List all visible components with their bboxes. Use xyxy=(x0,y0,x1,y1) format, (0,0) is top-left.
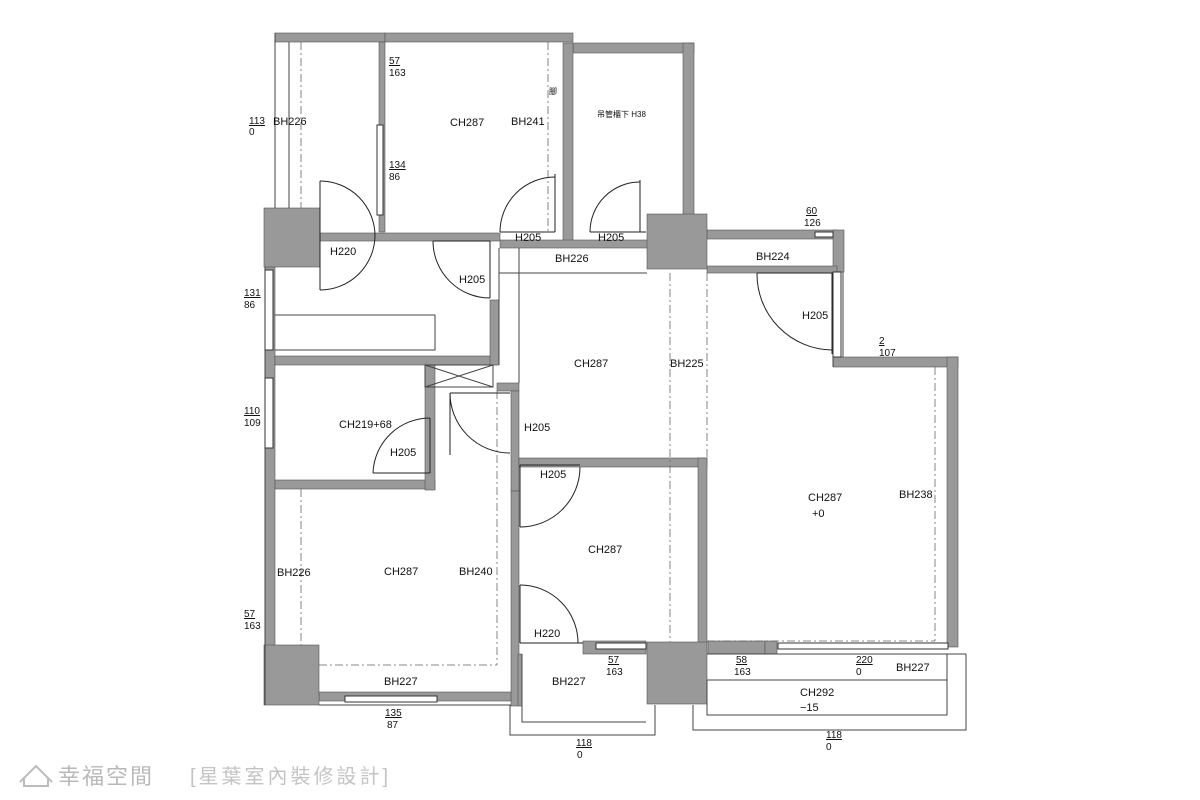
label-h220-stair-door: H220 xyxy=(330,246,356,258)
dim-57-bot: 163 xyxy=(389,68,406,79)
watermark-credit: [星葉室內裝修設計] xyxy=(190,765,391,788)
dim-134-top: 134 xyxy=(389,160,406,171)
label-bh227-balcony-left: BH227 xyxy=(552,676,586,688)
label-h205-right-door: H205 xyxy=(802,310,828,322)
label-ch287-hall: CH287 xyxy=(574,358,608,370)
dim-118-right-top: 118 xyxy=(826,730,842,741)
windows xyxy=(264,124,949,703)
label-ch219-68: CH219+68 xyxy=(339,419,392,431)
label-bh241: BH241 xyxy=(511,116,545,128)
dim-58-top: 58 xyxy=(736,655,748,666)
label-ch292: CH292 xyxy=(800,687,834,699)
label-bh224: BH224 xyxy=(756,251,790,263)
label-h205-utility-door: H205 xyxy=(598,232,624,244)
dim-58-bot: 163 xyxy=(734,667,751,678)
dim-113-bot: 0 xyxy=(249,127,255,138)
label-ch287-master: CH287 xyxy=(384,566,418,578)
dim-57-left-bot: 163 xyxy=(244,621,261,632)
doors xyxy=(319,174,833,644)
label-plus0: +0 xyxy=(812,508,825,520)
label-h205-bath-door: H205 xyxy=(515,232,541,244)
dim-57-mid-bot: 163 xyxy=(606,667,623,678)
watermark: 幸福空間 [星葉室內裝修設計] xyxy=(19,764,391,789)
dim-131-top: 131 xyxy=(244,288,261,299)
dim-57-left-top: 57 xyxy=(244,609,256,620)
dimension-labels: 113 0 57 163 134 86 60 126 131 86 2 107 … xyxy=(244,56,896,761)
label-bh227-master-bottom: BH227 xyxy=(384,676,418,688)
dim-131-bot: 86 xyxy=(244,300,256,311)
label-ch287-middle-bedroom: CH287 xyxy=(588,544,622,556)
dim-118-right-bot: 0 xyxy=(826,742,832,753)
dim-60-top: 60 xyxy=(806,206,818,217)
dim-220-bot: 0 xyxy=(856,667,862,678)
dim-60-bot: 126 xyxy=(804,218,821,229)
walls xyxy=(264,32,959,707)
dim-57-top: 57 xyxy=(389,56,401,67)
dim-118-left-top: 118 xyxy=(576,738,592,749)
dim-110-top: 110 xyxy=(244,406,260,417)
label-ch287-living: CH287 xyxy=(808,492,842,504)
label-utility-h38: 吊管櫃下 H38 xyxy=(597,109,646,119)
label-bh226-corridor: BH226 xyxy=(555,253,589,265)
label-bh225: BH225 xyxy=(670,358,704,370)
dim-135-top: 135 xyxy=(385,708,402,719)
label-bh226-stair: BH226 xyxy=(273,116,307,128)
dim-134-bot: 86 xyxy=(389,172,401,183)
label-h205-small-bedroom: H205 xyxy=(390,447,416,459)
label-bh226-left: BH226 xyxy=(277,567,311,579)
room-labels: BH226 CH287 BH241 吊管櫃下 H38 H205 H205 H22… xyxy=(273,86,933,714)
label-h205-middle-bedroom: H205 xyxy=(540,469,566,481)
house-logo-icon xyxy=(19,764,53,787)
label-h205-kitchen: H205 xyxy=(459,274,485,286)
ceiling-lines xyxy=(300,42,936,666)
dim-118-left-bot: 0 xyxy=(577,750,583,761)
watermark-brand: 幸福空間 xyxy=(58,764,154,789)
columns xyxy=(263,207,708,706)
label-minus15: −15 xyxy=(800,702,819,714)
dim-57-mid-top: 57 xyxy=(608,655,620,666)
dim-220-top: 220 xyxy=(856,655,873,666)
dim-110-bot: 109 xyxy=(244,418,261,429)
dim-113-top: 113 xyxy=(249,116,265,127)
label-bh227-balcony-right: BH227 xyxy=(896,662,930,674)
label-h220-closet: H220 xyxy=(534,628,560,640)
label-bh238: BH238 xyxy=(899,489,933,501)
label-bh240: BH240 xyxy=(459,566,493,578)
label-h205-corridor: H205 xyxy=(524,422,550,434)
dim-2-bot: 107 xyxy=(879,348,896,359)
dim-2-top: 2 xyxy=(879,336,885,347)
dim-135-bot: 87 xyxy=(387,720,399,731)
outlines xyxy=(264,33,967,736)
label-ch287-bath: CH287 xyxy=(450,117,484,129)
label-small-note: 腳 xyxy=(549,86,557,96)
